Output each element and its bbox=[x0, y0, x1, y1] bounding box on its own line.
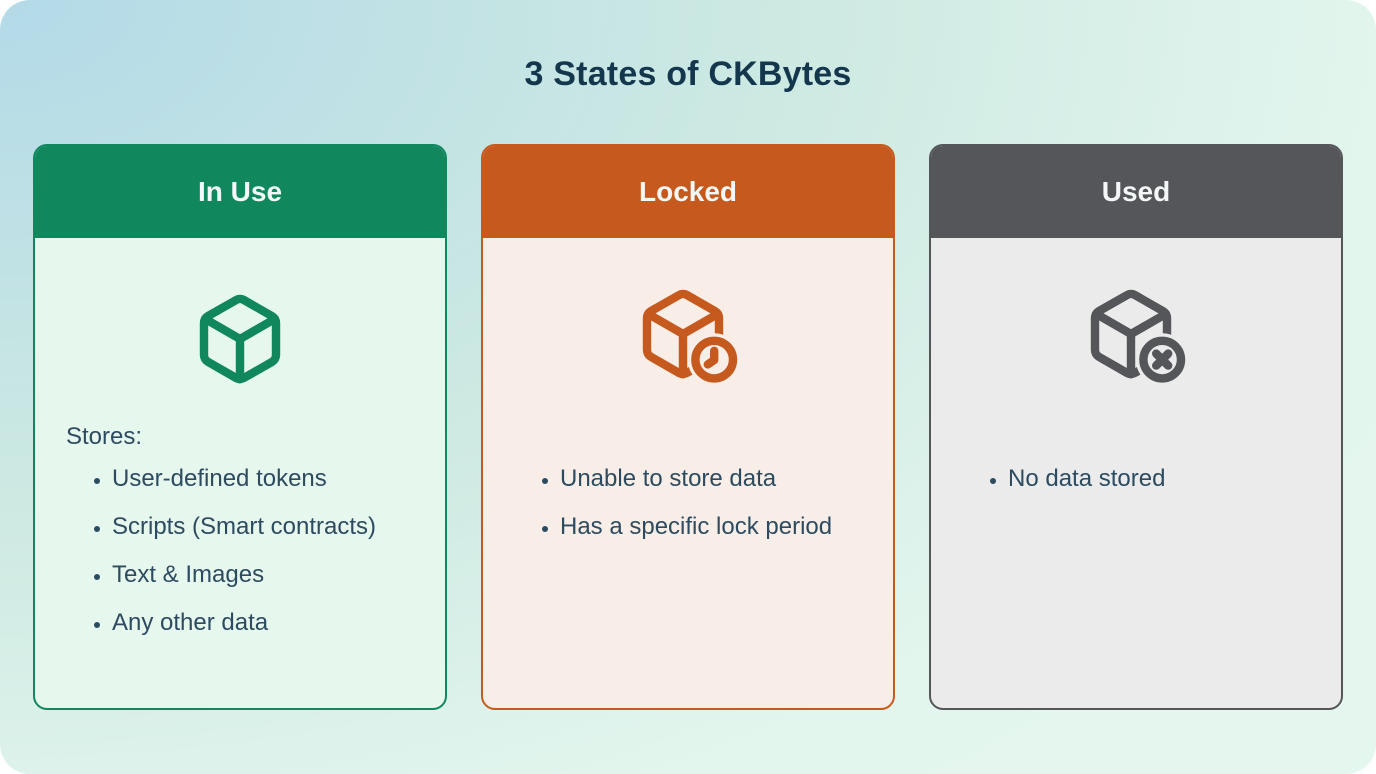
list-item: Text & Images bbox=[112, 560, 445, 590]
card-in-use-list: User-defined tokens Scripts (Smart contr… bbox=[35, 464, 445, 638]
card-used: Used No data stored bbox=[929, 144, 1343, 710]
list-item: User-defined tokens bbox=[112, 464, 445, 494]
cube-x-icon bbox=[931, 286, 1341, 392]
list-item: No data stored bbox=[1008, 464, 1341, 494]
card-used-header: Used bbox=[931, 146, 1341, 238]
cube-clock-icon bbox=[483, 286, 893, 392]
list-item: Any other data bbox=[112, 608, 445, 638]
list-item: Has a specific lock period bbox=[560, 512, 893, 542]
list-item: Scripts (Smart contracts) bbox=[112, 512, 445, 542]
card-in-use-body: Stores: User-defined tokens Scripts (Sma… bbox=[35, 286, 445, 638]
card-locked-list: Unable to store data Has a specific lock… bbox=[483, 464, 893, 542]
card-in-use-lead: Stores: bbox=[66, 423, 143, 450]
card-locked-body: Unable to store data Has a specific lock… bbox=[483, 286, 893, 542]
card-locked: Locked Unable to store d bbox=[481, 144, 895, 710]
list-item: Unable to store data bbox=[560, 464, 893, 494]
cube-icon bbox=[35, 286, 445, 392]
card-in-use: In Use Stores: User-defined tokens Scrip… bbox=[33, 144, 447, 710]
cards-row: In Use Stores: User-defined tokens Scrip… bbox=[0, 144, 1376, 710]
card-locked-header: Locked bbox=[483, 146, 893, 238]
card-in-use-header: In Use bbox=[35, 146, 445, 238]
card-used-list: No data stored bbox=[931, 464, 1341, 494]
card-used-body: No data stored bbox=[931, 286, 1341, 494]
page-title: 3 States of CKBytes bbox=[524, 55, 852, 93]
